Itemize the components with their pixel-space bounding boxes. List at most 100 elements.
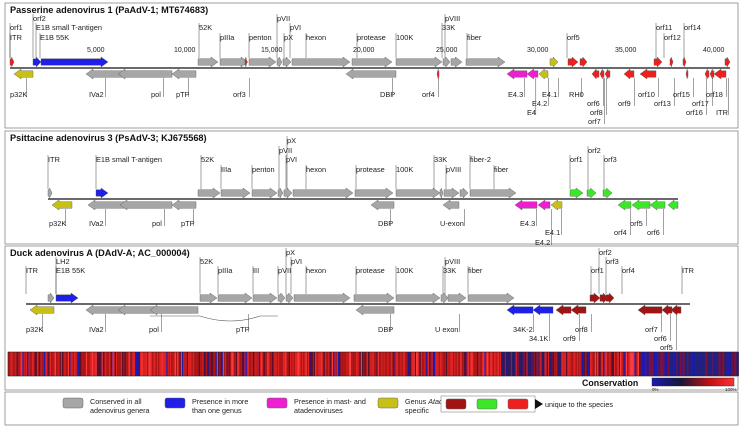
heatmap-stripe [147,352,149,376]
heatmap-stripe [189,352,191,376]
heatmap-stripe [386,352,388,376]
heatmap-stripe [638,352,640,376]
gene-arrow [591,68,600,80]
heatmap-stripe [172,352,174,376]
heatmap-stripe [401,352,403,376]
gene-arrow [251,187,278,199]
heatmap-stripe [65,352,67,376]
gene-arrow [447,292,467,304]
heatmap-stripe [365,352,367,376]
gene-label: III [253,266,259,275]
heatmap-stripe [101,352,103,376]
scale-min-label: 0% [652,387,659,392]
panel-title-1: Passerine adenovirus 1 (PaAdV-1; MT67468… [10,5,208,15]
legend-swatch-darkred [445,398,467,410]
heatmap-stripe [632,352,634,376]
panel-frame-1 [4,2,739,129]
heatmap-stripe [299,352,301,376]
heatmap-stripe [586,352,588,376]
heatmap-stripe [532,352,534,376]
gene-label: p32K [10,90,27,99]
heatmap-stripe [597,352,599,376]
heatmap-stripe [377,352,379,376]
gene-arrow [442,199,460,211]
heatmap-stripe [60,352,63,376]
heatmap-stripe [53,352,55,376]
heatmap-stripe [677,352,679,376]
heatmap-stripe [393,352,395,376]
heatmap-stripe [148,352,150,376]
heatmap-stripe [276,352,279,376]
legend-swatch-yellow [377,397,399,409]
heatmap-stripe [204,352,207,376]
gene-label: pIIIa [218,266,233,275]
gene-label: orf11 [656,23,672,32]
gene-label: pol [151,90,161,99]
heatmap-stripe [687,352,689,376]
heatmap-stripe [125,352,127,376]
heatmap-stripe [95,352,97,376]
heatmap-stripe [611,352,613,376]
gene-arrow [395,292,441,304]
heatmap-stripe [666,352,669,376]
heatmap-stripe [105,352,107,376]
heatmap-stripe [368,352,370,376]
heatmap-stripe [484,352,486,376]
heatmap-stripe [389,352,391,376]
heatmap-stripe [252,352,255,376]
heatmap-stripe [639,352,641,376]
heatmap-stripe [50,352,52,376]
heatmap-stripe [435,352,437,376]
gene-arrow [469,187,517,199]
gene-arrow [171,68,197,80]
heatmap-stripe [617,352,619,376]
gene-label: IVa2 [89,219,104,228]
heatmap-stripe [412,352,414,376]
heatmap-stripe [248,352,250,376]
heatmap-stripe [525,352,527,376]
heatmap-stripe [44,352,46,376]
heatmap-stripe [480,352,483,376]
heatmap-stripe [395,352,397,376]
heatmap-stripe [618,352,621,376]
heatmap-stripe [11,352,13,376]
heatmap-stripe [309,352,311,376]
heatmap-stripe [338,352,340,376]
heatmap-stripe [509,352,511,376]
heatmap-stripe [10,352,12,376]
heatmap-stripe [446,352,448,376]
gene-label: orf4 [622,266,635,275]
heatmap-stripe [647,352,649,376]
heatmap-stripe [411,352,413,376]
legend-unique-text: unique to the species [545,400,613,409]
heatmap-stripe [112,352,114,376]
gene-label: hexon [306,165,326,174]
heatmap-stripe [486,352,489,376]
legend-arrow-icon [535,399,543,409]
gene-arrow [354,187,394,199]
gene-arrow [351,56,393,68]
heatmap-stripe [614,352,616,376]
heatmap-stripe [626,352,628,376]
heatmap-stripe [158,352,160,376]
heatmap-stripe [182,352,184,376]
heatmap-stripe [240,352,243,376]
heatmap-stripe [202,352,204,376]
gene-label: orf7 [645,325,658,334]
heatmap-stripe [33,352,35,376]
heatmap-stripe [15,352,17,376]
heatmap-stripe [642,352,645,376]
heatmap-stripe [279,352,281,376]
gene-label: U-exon [440,219,464,228]
gene-arrow [653,56,663,68]
heatmap-stripe [628,352,630,376]
heatmap-stripe [527,352,529,376]
heatmap-stripe [246,352,249,376]
heatmap-stripe [273,352,275,376]
gene-label: fiber [467,33,482,42]
heatmap-stripe [80,352,82,376]
heatmap-stripe [540,352,543,376]
heatmap-stripe [201,352,203,376]
heatmap-stripe [166,352,168,376]
heatmap-stripe [568,352,570,376]
